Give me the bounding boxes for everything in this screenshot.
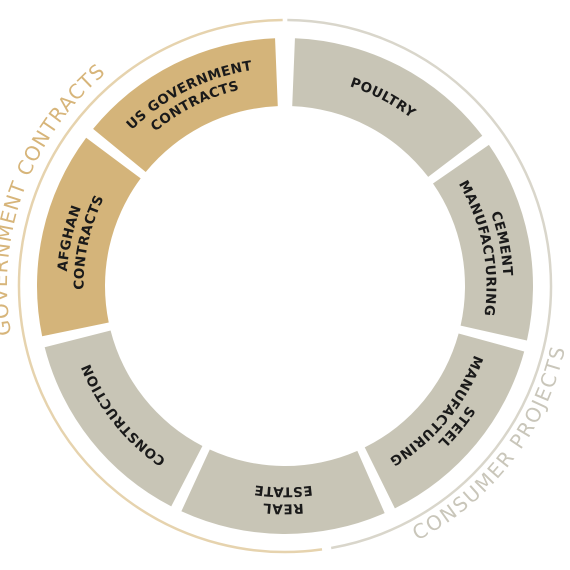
segment-cement-shape (432, 144, 533, 341)
segment-afghan-shape (36, 137, 141, 337)
group-arcs (17, 18, 553, 554)
segment-construction-shape (44, 330, 203, 507)
segment-real-estate-label: REAL (262, 499, 304, 516)
segment-real-estate-label: ESTATE (253, 481, 313, 499)
segment-poultry: POULTRY (292, 38, 483, 177)
segment-steel-shape (364, 333, 525, 509)
segment-real-estate-shape (181, 449, 385, 534)
consumer-group-arc (287, 18, 553, 550)
government-group-arc (17, 18, 323, 554)
segment-poultry-shape (292, 38, 483, 177)
segment-us-gov-shape (93, 38, 278, 172)
segment-ring: POULTRYCEMENTMANUFACTURINGSTEELMANUFACTU… (36, 38, 533, 534)
segment-construction: CONSTRUCTION (44, 330, 203, 507)
